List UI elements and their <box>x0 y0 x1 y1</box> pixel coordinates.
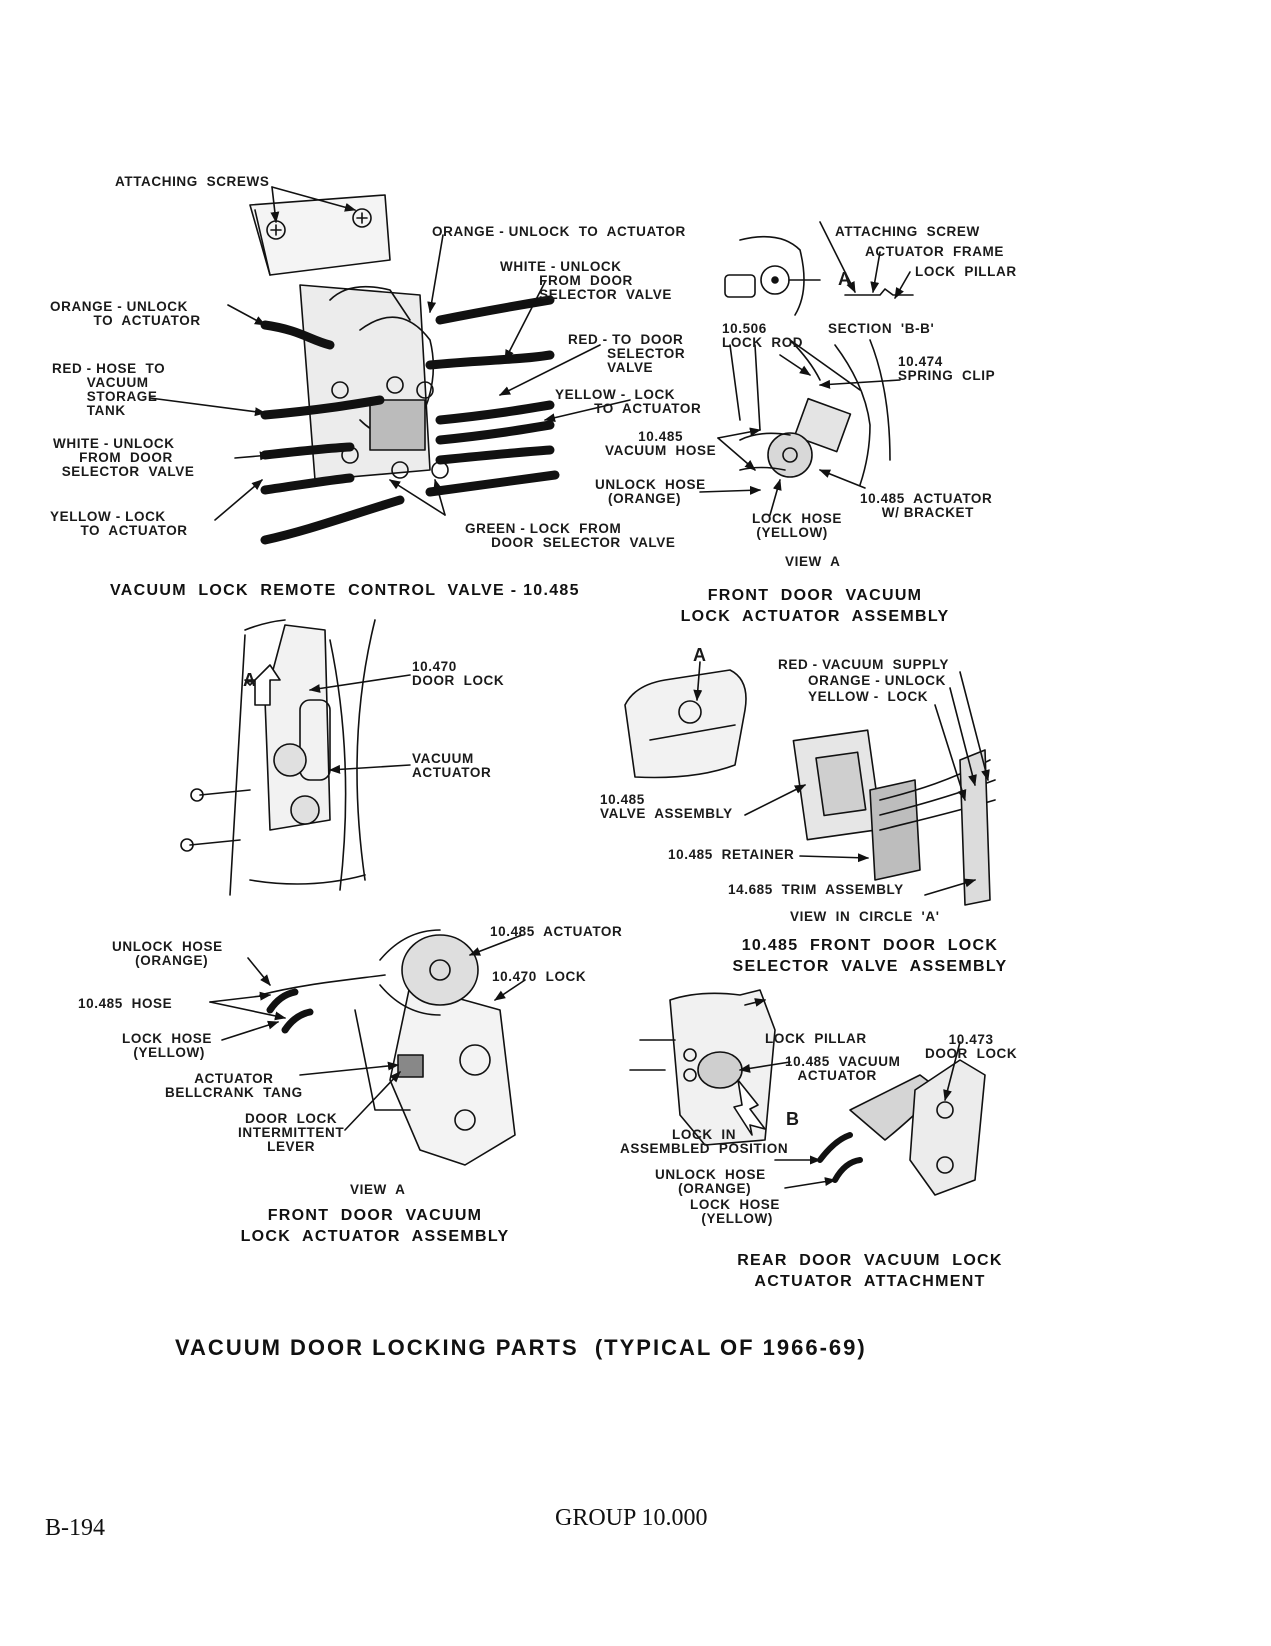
door-lock-drawing <box>180 619 411 896</box>
label-valve-assembly: 10.485 VALVE ASSEMBLY <box>600 792 733 821</box>
label-attaching-screws: ATTACHING SCREWS <box>115 174 270 189</box>
label-retainer: 10.485 RETAINER <box>668 847 795 862</box>
remote-valve-drawing <box>149 186 631 545</box>
caption-selector-valve: 10.485 FRONT DOOR LOCK SELECTOR VALVE AS… <box>732 937 1008 975</box>
label-lock-hose-rear: LOCK HOSE (YELLOW) <box>690 1197 781 1226</box>
group-number: GROUP 10.000 <box>555 1505 708 1531</box>
label-callout-a-top: A <box>838 269 852 289</box>
caption-front-actuator-top: FRONT DOOR VACUUM LOCK ACTUATOR ASSEMBLY <box>680 587 950 625</box>
label-attaching-screw: ATTACHING SCREW <box>835 224 980 239</box>
label-unlock-hose-bottom: UNLOCK HOSE (ORANGE) <box>112 939 223 968</box>
label-lock-pillar-top: LOCK PILLAR <box>915 264 1017 279</box>
label-vacuum-actuator-rear: 10.485 VACUUM ACTUATOR <box>785 1054 901 1083</box>
label-lock-hose-top: LOCK HOSE (YELLOW) <box>752 511 843 540</box>
label-yellow-lock-left: YELLOW - LOCK TO ACTUATOR <box>50 509 188 538</box>
label-unlock-hose-rear: UNLOCK HOSE (ORANGE) <box>655 1167 766 1196</box>
label-red-supply: RED - VACUUM SUPPLY <box>778 657 950 672</box>
front-actuator-bottom-drawing <box>209 929 526 1166</box>
label-door-lock-rear: 10.473 DOOR LOCK <box>925 1032 1018 1061</box>
label-actuator-bottom: 10.485 ACTUATOR <box>490 924 623 939</box>
main-title: VACUUM DOOR LOCKING PARTS (TYPICAL OF 19… <box>175 1335 867 1360</box>
label-unlock-hose-top: UNLOCK HOSE (ORANGE) <box>595 477 706 506</box>
label-hose-bottom: 10.485 HOSE <box>78 996 173 1011</box>
label-callout-b: B <box>786 1109 800 1129</box>
label-section-bb: SECTION 'B-B' <box>828 321 935 336</box>
page-number: B-194 <box>45 1515 105 1541</box>
label-door-lock: 10.470 DOOR LOCK <box>412 659 505 688</box>
label-lock-pillar-rear: LOCK PILLAR <box>765 1031 867 1046</box>
label-white-unlock-left: WHITE - UNLOCK FROM DOOR SELECTOR VALVE <box>53 436 195 479</box>
label-green-lock: GREEN - LOCK FROM DOOR SELECTOR VALVE <box>465 521 676 550</box>
label-intermittent-lever: DOOR LOCK INTERMITTENT LEVER <box>238 1111 345 1154</box>
label-orange-unlock-left: ORANGE - UNLOCK TO ACTUATOR <box>50 299 201 328</box>
label-lock-assembled: LOCK IN ASSEMBLED POSITION <box>620 1127 789 1156</box>
label-orange-unlock-selector: ORANGE - UNLOCK <box>808 673 946 688</box>
label-red-hose: RED - HOSE TO VACUUM STORAGE TANK <box>52 361 166 418</box>
label-yellow-lock-selector: YELLOW - LOCK <box>808 689 929 704</box>
label-vacuum-hose-top: 10.485 VACUUM HOSE <box>605 429 717 458</box>
label-yellow-lock-right: YELLOW - LOCK TO ACTUATOR <box>555 387 702 416</box>
label-orange-unlock-top: ORANGE - UNLOCK TO ACTUATOR <box>432 224 686 239</box>
label-red-to-door: RED - TO DOOR SELECTOR VALVE <box>568 332 686 375</box>
front-actuator-top-drawing <box>699 221 914 516</box>
label-callout-a-door: A <box>243 670 257 690</box>
selector-valve-drawing <box>624 661 996 906</box>
label-lock-rod: 10.506 LOCK ROD <box>722 321 804 350</box>
label-white-unlock-top: WHITE - UNLOCK FROM DOOR SELECTOR VALVE <box>500 259 672 302</box>
label-vacuum-actuator-door: VACUUM ACTUATOR <box>412 751 492 780</box>
label-view-a-bottom: VIEW A <box>350 1182 406 1197</box>
label-actuator-bracket: 10.485 ACTUATOR W/ BRACKET <box>860 491 993 520</box>
label-bellcrank: ACTUATOR BELLCRANK TANG <box>165 1071 303 1100</box>
label-callout-a-selector: A <box>693 645 707 665</box>
label-lock-bottom: 10.470 LOCK <box>492 969 587 984</box>
label-spring-clip: 10.474 SPRING CLIP <box>898 354 996 383</box>
label-view-circle-a: VIEW IN CIRCLE 'A' <box>790 909 940 924</box>
rear-actuator-drawing <box>629 989 986 1196</box>
label-lock-hose-bottom: LOCK HOSE (YELLOW) <box>122 1031 213 1060</box>
label-view-a-top: VIEW A <box>785 554 841 569</box>
caption-rear-actuator: REAR DOOR VACUUM LOCK ACTUATOR ATTACHMEN… <box>737 1252 1003 1290</box>
caption-front-actuator-bottom: FRONT DOOR VACUUM LOCK ACTUATOR ASSEMBLY <box>240 1207 510 1245</box>
caption-remote-valve: VACUUM LOCK REMOTE CONTROL VALVE - 10.48… <box>110 582 580 599</box>
label-actuator-frame: ACTUATOR FRAME <box>865 244 1004 259</box>
label-trim-assembly: 14.685 TRIM ASSEMBLY <box>728 882 904 897</box>
